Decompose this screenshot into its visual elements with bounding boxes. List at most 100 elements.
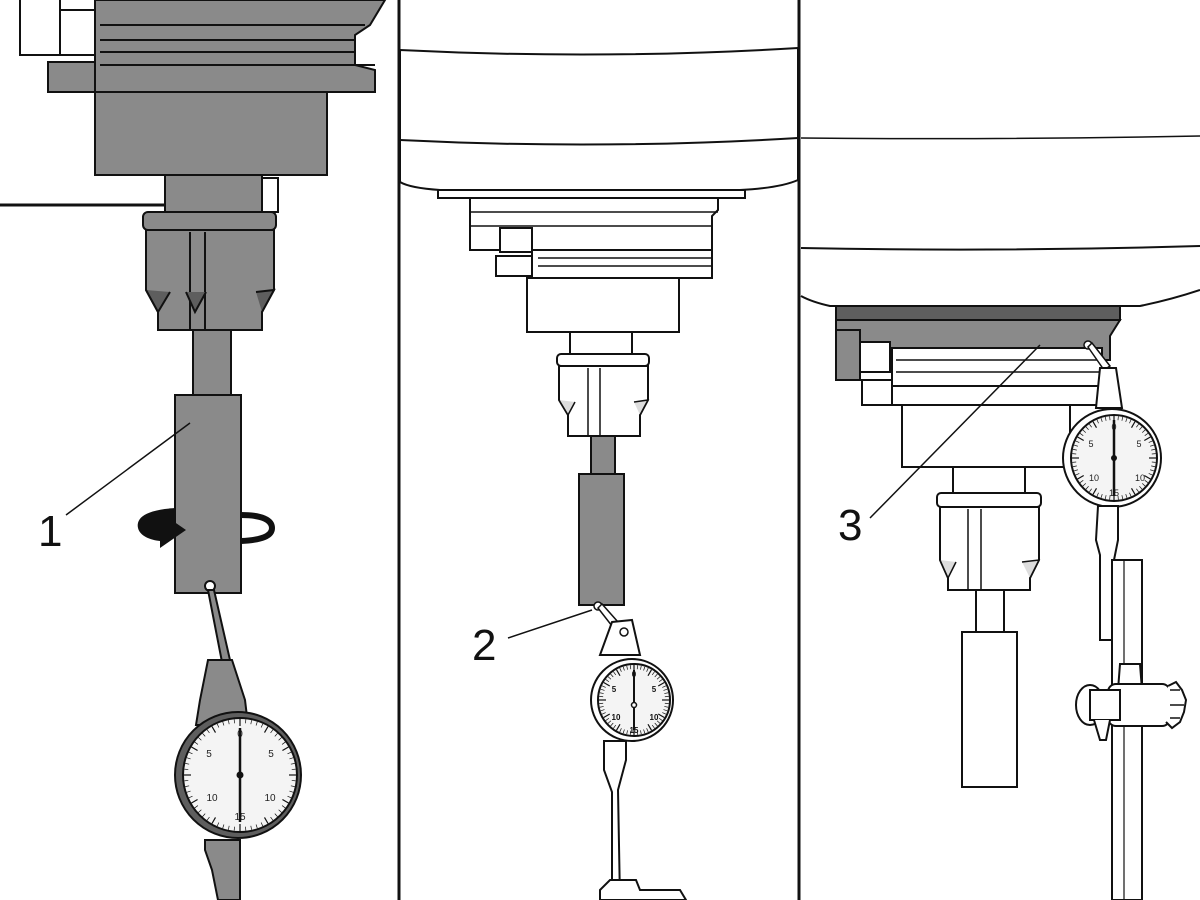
dial-tick — [657, 713, 665, 719]
dial-label-lower-right: 10 — [264, 793, 276, 804]
dial-tick — [1142, 483, 1146, 487]
spindle-head-3 — [801, 0, 1200, 306]
dial-tick — [600, 709, 605, 712]
dial-label-lower-right: 10 — [1135, 473, 1145, 483]
tool-holder-flange-1 — [47, 0, 387, 93]
tool-shank-3 — [975, 589, 1005, 633]
dial-tick — [646, 667, 649, 672]
dial-tick — [615, 723, 621, 731]
dial-tick — [1150, 444, 1155, 447]
panel-3: 0 5 5 10 10 15 3 — [800, 0, 1200, 900]
dial-tick — [613, 724, 617, 729]
dial-tick — [1075, 440, 1080, 443]
dial-tick — [600, 688, 605, 691]
test-bar-2 — [578, 473, 625, 606]
dial-tick — [1125, 417, 1128, 422]
dial-indicator-small: 0 5 5 10 10 15 — [590, 658, 674, 742]
dial-tick — [191, 746, 198, 752]
dial-tick — [185, 763, 190, 765]
dial-tick — [1142, 429, 1146, 433]
dial-tick — [613, 671, 617, 676]
dial-tick — [1096, 419, 1099, 424]
dial-tick — [1144, 480, 1149, 483]
dial-tick — [1092, 421, 1098, 428]
dial-tick — [270, 816, 274, 821]
dial-tick — [654, 673, 658, 678]
dial-label-lower-right: 10 — [650, 713, 659, 722]
dial-tick — [643, 729, 646, 734]
dial-tick — [1151, 448, 1156, 451]
dial-tick — [603, 681, 611, 687]
dial-tick — [290, 785, 295, 787]
dial-tick — [1096, 492, 1099, 497]
rotation-arrow-icon — [137, 508, 276, 548]
collet-nut-1 — [142, 211, 277, 331]
spindle-head-2 — [399, 46, 799, 191]
dial-tick — [654, 722, 658, 727]
indicator-body-3 — [1094, 367, 1124, 409]
dial-tick — [194, 805, 199, 809]
dial-tick — [1151, 465, 1156, 468]
dial-tick — [211, 817, 217, 824]
dial-tick — [1144, 474, 1151, 480]
dial-label-lower-left: 10 — [612, 713, 621, 722]
dial-tick — [290, 763, 295, 765]
dial-tick — [619, 667, 622, 672]
dial-tick — [216, 723, 220, 728]
dial-tick — [1073, 469, 1078, 472]
tool-shank-2 — [590, 435, 616, 475]
collet-neck-1 — [164, 174, 263, 214]
dial-label-upper-right: 5 — [268, 749, 274, 760]
dial-tick — [1104, 416, 1107, 421]
dial-label-upper-right: 5 — [652, 685, 657, 694]
dial-tick — [1072, 448, 1077, 451]
dial-tick — [651, 724, 655, 729]
collet-nut-3 — [936, 492, 1042, 591]
dial-tick — [651, 671, 655, 676]
dial-tick — [663, 688, 668, 691]
tool-holder-flange-2 — [469, 197, 719, 279]
dial-tick — [1148, 440, 1153, 443]
dial-tick — [222, 721, 225, 726]
dial-tick — [599, 692, 604, 694]
tool-shank-1 — [192, 329, 232, 396]
dial-tick — [202, 733, 206, 737]
dial-indicator-large: 0 5 5 10 10 15 — [174, 711, 302, 839]
callout-label-1: 1 — [38, 507, 62, 556]
dial-tick — [1139, 486, 1143, 490]
dial-tick — [1139, 426, 1143, 430]
dial-tick — [619, 728, 622, 733]
dial-tick — [198, 737, 202, 741]
dial-tick — [270, 729, 274, 734]
indicator-body-2 — [598, 618, 642, 656]
dial-tick — [1072, 465, 1077, 468]
stand-clamp — [1075, 663, 1188, 741]
dial-tick — [647, 723, 653, 731]
collet-nut-2 — [556, 353, 650, 437]
dial-tick — [656, 676, 661, 680]
dial-tick — [206, 729, 210, 734]
dial-indicator-right: 0 5 5 10 10 15 — [1062, 408, 1162, 508]
dial-tick — [1075, 473, 1080, 476]
leader-line-2 — [507, 609, 593, 639]
dial-tick — [622, 666, 625, 671]
dial-tick — [658, 717, 663, 721]
dial-tick — [289, 790, 294, 793]
dial-tick — [222, 824, 225, 829]
dial-tick — [274, 733, 278, 737]
dial-tick — [216, 822, 220, 827]
dial-tick — [274, 813, 278, 817]
dial-tick — [250, 720, 252, 725]
dial-tick — [610, 673, 614, 678]
dial-tick — [1077, 436, 1084, 442]
dial-tick — [1100, 494, 1103, 499]
dial-tick — [211, 726, 217, 733]
dial-tick — [260, 723, 264, 728]
dial-tick — [1130, 488, 1136, 495]
dial-tick — [194, 741, 199, 745]
dial-label-upper-left: 5 — [206, 749, 212, 760]
dial-tick — [1082, 429, 1086, 433]
dial-tick — [281, 805, 286, 809]
dial-tick — [1092, 488, 1098, 495]
